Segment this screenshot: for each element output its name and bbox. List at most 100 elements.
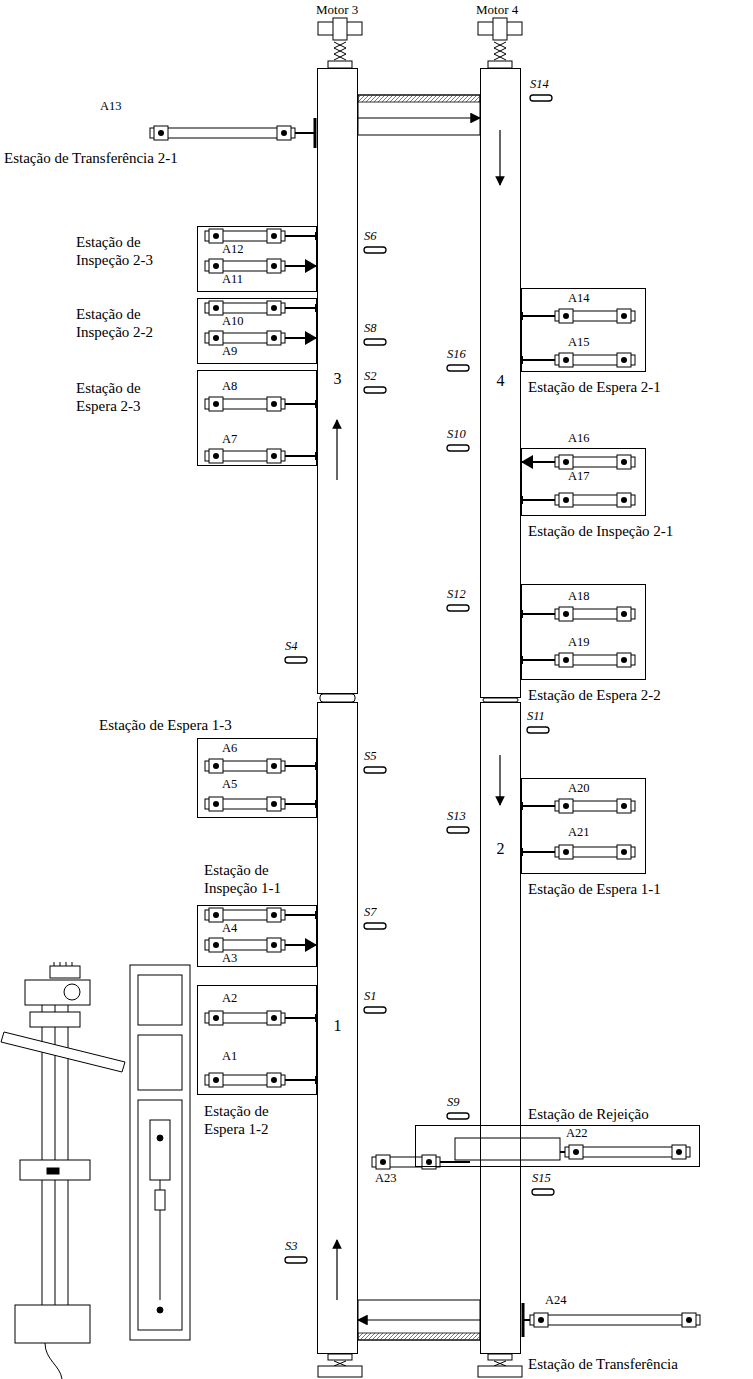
pneumatic-cylinder	[205, 1073, 317, 1087]
belt-number: 4	[481, 371, 520, 390]
conveyor-belt: 1	[317, 702, 358, 1354]
sensor-symbol	[364, 387, 386, 393]
sensor-symbol	[447, 445, 469, 451]
pneumatic-cylinder	[205, 229, 317, 243]
actuator-label: A7	[222, 433, 237, 447]
actuator-label: A15	[568, 336, 590, 350]
sensor-label: S6	[364, 230, 377, 244]
actuator-label: A17	[568, 470, 590, 484]
sensor-label: S5	[364, 750, 377, 764]
sensor-label: S4	[285, 640, 298, 654]
actuator-label: A8	[222, 380, 237, 394]
pneumatic-cylinder	[205, 797, 317, 811]
sensor-label: S8	[364, 322, 377, 336]
station-label: Estação de Espera 2-3	[76, 379, 176, 415]
actuator-label: A16	[568, 432, 590, 446]
actuator-label: A9	[222, 345, 237, 359]
belt-number: 2	[481, 839, 520, 858]
sensor-label: S10	[447, 428, 466, 442]
sensor-label: S3	[285, 1240, 298, 1254]
actuator-label: A23	[375, 1172, 397, 1186]
station-label: Estação de Espera 1-1	[528, 880, 661, 898]
pneumatic-cylinder	[205, 259, 317, 273]
station-label: Estação de Rejeição	[528, 1105, 649, 1123]
pneumatic-cylinder	[523, 1313, 700, 1327]
sensor-symbol	[364, 247, 386, 253]
pneumatic-cylinder	[521, 493, 635, 507]
sensor-symbol	[447, 365, 469, 371]
pneumatic-cylinder	[560, 1145, 690, 1159]
actuator-label: A6	[222, 742, 237, 756]
sensor-label: S7	[364, 906, 377, 920]
sensor-label: S14	[530, 78, 549, 92]
pneumatic-cylinder	[205, 449, 317, 463]
sensor-symbol	[364, 339, 386, 345]
pneumatic-cylinder	[521, 799, 635, 813]
sensor-symbol	[285, 1257, 307, 1263]
sensor-label: S15	[532, 1172, 551, 1186]
station-label: Estação de Espera 2-1	[528, 378, 661, 396]
sensor-symbol	[364, 767, 386, 773]
actuator-label: A3	[222, 952, 237, 966]
motor-label: Motor 4	[476, 3, 518, 17]
transfer-arrow	[358, 1319, 480, 1320]
sensor-label: S1	[364, 990, 377, 1004]
station-label: Estação de Inspeção 2-2	[76, 305, 186, 341]
pneumatic-cylinder	[205, 908, 317, 922]
pneumatic-cylinder	[205, 331, 317, 345]
station-label: Estação de Espera 1-2	[204, 1102, 304, 1138]
pneumatic-cylinder	[521, 607, 635, 621]
station-box: Estação de Inspeção 1-1	[197, 905, 317, 967]
station-box: Estação de Inspeção 2-3	[197, 226, 317, 292]
station-label: Estação de Espera 1-3	[99, 716, 232, 734]
sensor-symbol	[447, 1113, 469, 1119]
belt-number: 3	[318, 369, 357, 388]
actuator-label: A5	[222, 778, 237, 792]
conveyor-belt: 3	[317, 68, 358, 694]
sensor-symbol	[285, 657, 307, 663]
actuator-label: A10	[222, 315, 244, 329]
sensor-symbol	[532, 1189, 554, 1195]
station-box: Estação de Espera 2-3	[197, 370, 317, 466]
pneumatic-cylinder	[205, 301, 317, 315]
conveyor-belt: 2	[480, 702, 521, 1354]
station-box: Estação de Espera 1-2	[197, 985, 317, 1095]
pneumatic-cylinder	[521, 653, 635, 667]
sensor-label: S2	[364, 370, 377, 384]
pneumatic-cylinder	[521, 353, 635, 367]
sensor-label: S12	[447, 588, 466, 602]
station-label: Estação de Inspeção 1-1	[204, 861, 314, 897]
pneumatic-cylinder	[521, 309, 635, 323]
actuator-label: A24	[545, 1294, 567, 1308]
belt-number: 1	[318, 1016, 357, 1035]
actuator-label: A1	[222, 1050, 237, 1064]
actuator-label: A13	[100, 100, 122, 114]
station-box: Estação de Rejeição	[415, 1125, 700, 1167]
station-label: Estação de Transferência 2-1	[4, 150, 178, 167]
transfer-arrow	[358, 117, 480, 118]
actuator-label: A12	[222, 243, 244, 257]
actuator-label: A19	[568, 636, 590, 650]
sensor-symbol	[527, 727, 549, 733]
sensor-symbol	[364, 1007, 386, 1013]
pneumatic-cylinder	[205, 1011, 317, 1025]
pneumatic-cylinder	[150, 126, 315, 140]
actuator-label: A2	[222, 992, 237, 1006]
actuator-label: A22	[566, 1127, 588, 1141]
sensor-label: S13	[447, 810, 466, 824]
sensor-symbol	[447, 605, 469, 611]
actuator-label: A21	[568, 826, 590, 840]
pneumatic-cylinder	[205, 759, 317, 773]
sensor-symbol	[364, 923, 386, 929]
sensor-label: S9	[447, 1096, 460, 1110]
station-label: Estação de Espera 2-2	[528, 686, 661, 704]
actuator-label: A14	[568, 292, 590, 306]
station-label: Estação de Transferência	[528, 1356, 678, 1373]
conveyor-belt: 4	[480, 68, 521, 698]
station-box: Estação de Inspeção 2-2	[197, 298, 317, 364]
station-box: Estação de Espera 1-3	[197, 738, 317, 818]
motor-label: Motor 3	[316, 3, 358, 17]
actuator-label: A20	[568, 782, 590, 796]
pneumatic-cylinder	[205, 938, 317, 952]
actuator-label: A18	[568, 590, 590, 604]
